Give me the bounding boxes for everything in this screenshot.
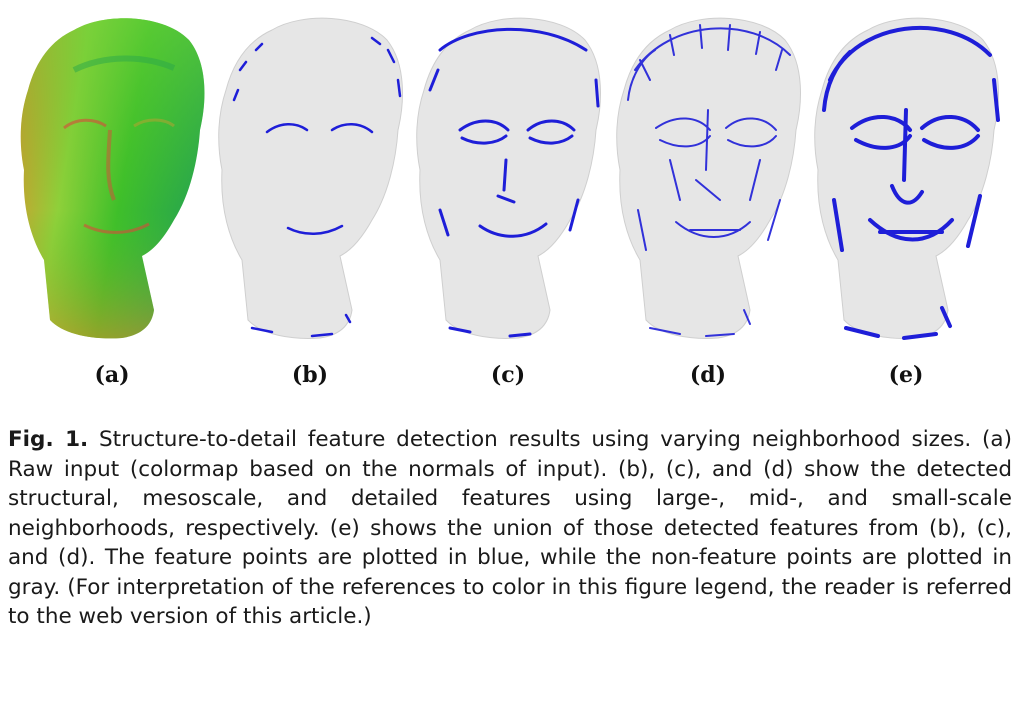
panel-label-a: (a) xyxy=(94,362,130,388)
caption-text: Structure-to-detail feature detection re… xyxy=(8,427,1012,629)
head-features-union-image xyxy=(814,17,1000,340)
figure-caption: Fig. 1. Structure-to-detail feature dete… xyxy=(8,425,1012,632)
panel-label-d: (d) xyxy=(689,362,727,388)
panel-label-b: (b) xyxy=(291,362,329,388)
panel-label-c: (c) xyxy=(490,362,526,388)
panel-label-e: (e) xyxy=(888,362,924,388)
panel-c: (c) xyxy=(410,10,606,390)
panel-d: (d) xyxy=(610,10,806,390)
head-features-small-image xyxy=(616,17,801,339)
figure-label: Fig. 1. xyxy=(8,427,89,452)
head-features-mid-image xyxy=(416,17,601,339)
panel-a: (a) xyxy=(14,10,210,390)
head-features-large-image xyxy=(218,17,403,339)
panel-b: (b) xyxy=(212,10,408,390)
panel-e: (e) xyxy=(808,10,1004,390)
figure-panels: (a) (b) (c) xyxy=(14,10,1004,390)
head-normal-colormap-image xyxy=(20,18,205,339)
